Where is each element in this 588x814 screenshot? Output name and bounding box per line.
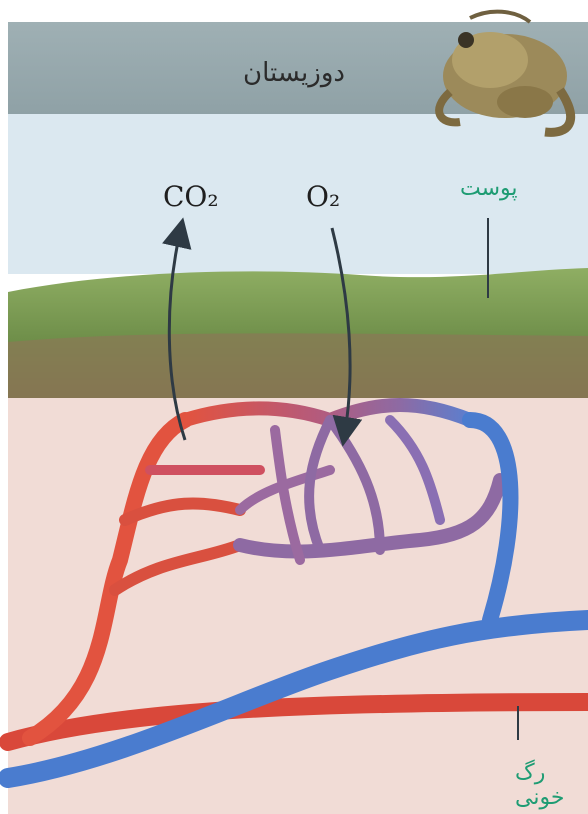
o2-label: O₂ [306,180,340,213]
diagram-title: دوزیستان [0,58,588,88]
dermis-layer [8,333,588,398]
blood-vessel-label: رگ خونی [515,760,588,810]
skin-label: پوست [460,176,518,201]
co2-label: CO₂ [163,180,219,213]
